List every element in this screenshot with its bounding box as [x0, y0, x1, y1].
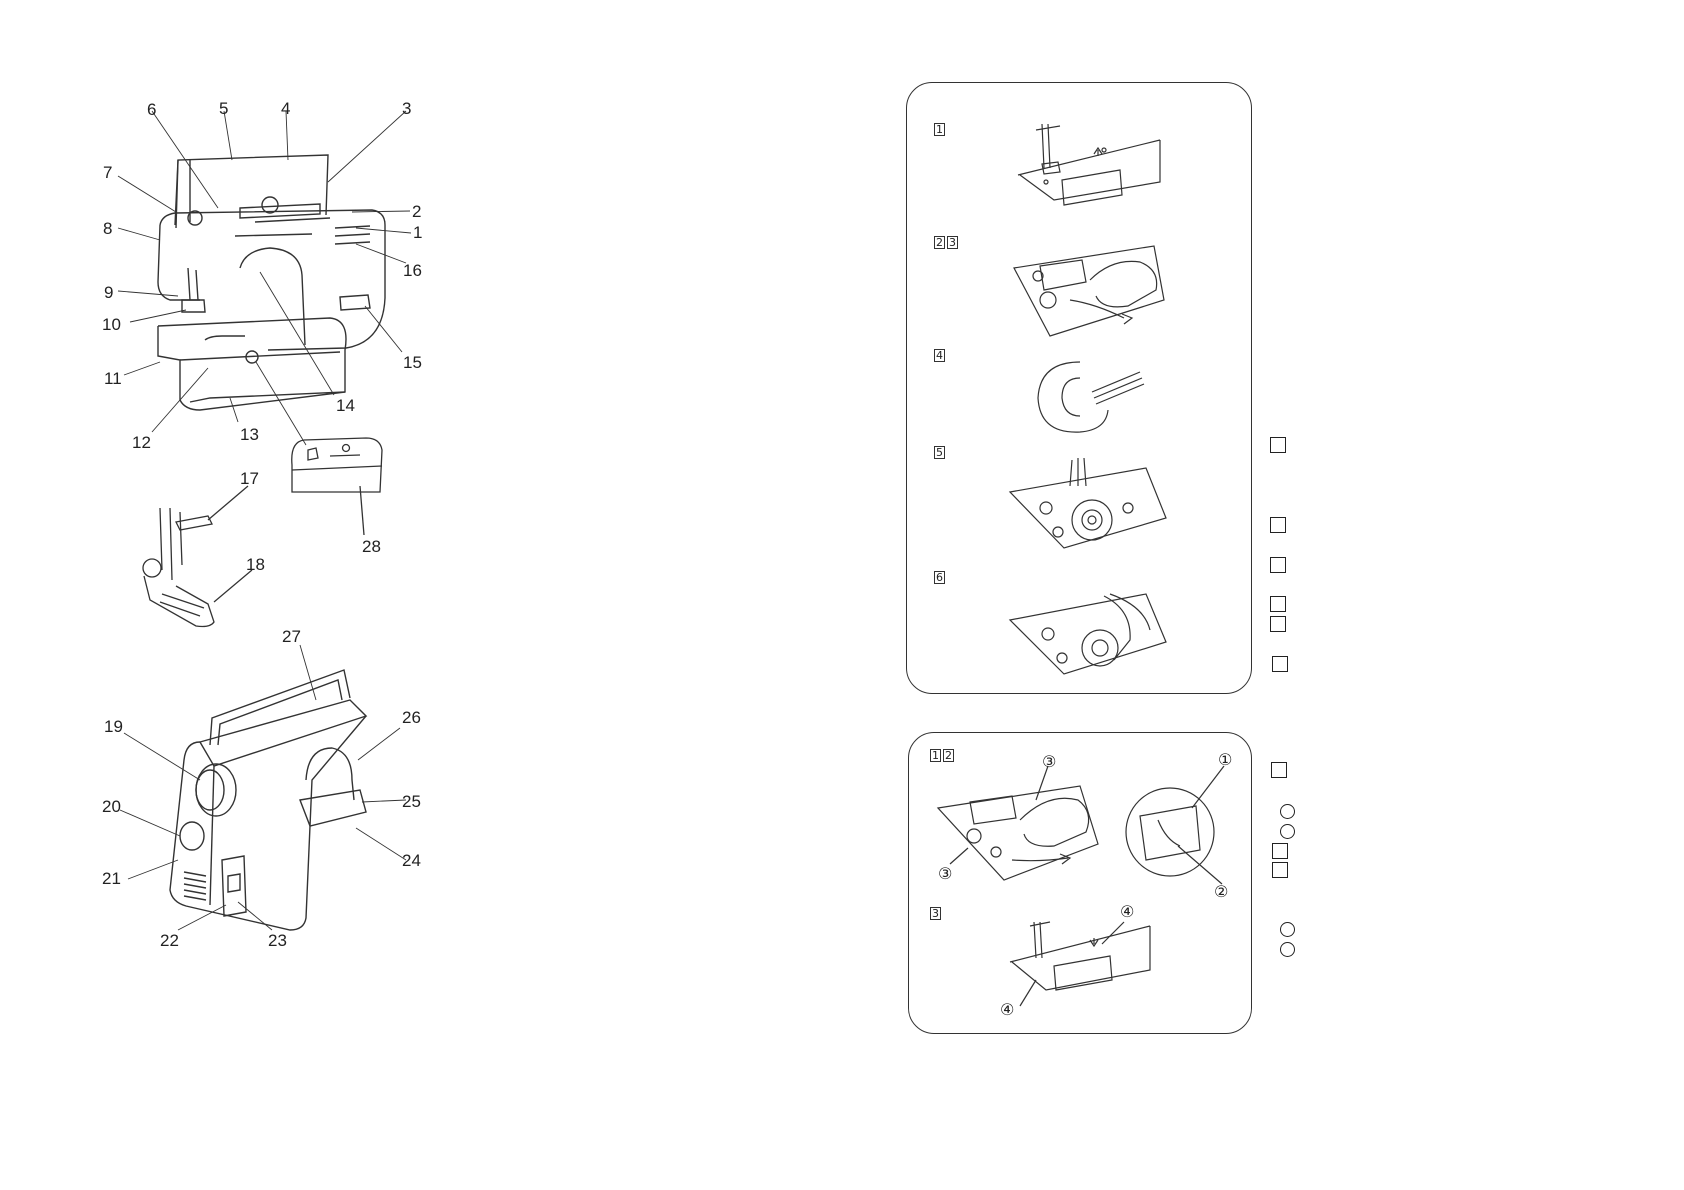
part-label-27: 27 — [282, 627, 301, 646]
part-label-23: 23 — [268, 931, 287, 950]
part-label-2: 2 — [412, 202, 422, 221]
marker-box — [1270, 557, 1286, 573]
part-label-17: 17 — [240, 469, 259, 488]
part-label-4: 4 — [281, 99, 291, 118]
step-marker-6: 6 — [934, 571, 945, 584]
part-label-22: 22 — [160, 931, 179, 950]
part-label-26: 26 — [402, 708, 421, 727]
marker-box — [1270, 596, 1286, 612]
part-label-11: 11 — [104, 369, 122, 388]
part-label-15: 15 — [403, 353, 422, 372]
part-label-19: 19 — [104, 717, 123, 736]
marker-box — [1272, 843, 1288, 859]
marker-circle — [1280, 824, 1295, 839]
marker-box — [1271, 762, 1287, 778]
part-label-14: 14 — [336, 396, 355, 415]
part-label-28: 28 — [362, 537, 381, 556]
callout-1: ① — [1218, 750, 1233, 769]
callout-3-top: ③ — [1042, 752, 1057, 771]
callout-2: ② — [1214, 882, 1229, 901]
step-marker-5: 5 — [934, 446, 945, 459]
part-label-7: 7 — [103, 163, 113, 182]
part-label-13: 13 — [240, 425, 259, 444]
part-label-3: 3 — [402, 99, 412, 118]
step-marker-4: 4 — [934, 349, 945, 362]
part-label-25: 25 — [402, 792, 421, 811]
callout-3-bottom: ③ — [938, 864, 953, 883]
marker-circle — [1280, 922, 1295, 937]
part-label-18: 18 — [246, 555, 265, 574]
marker-box — [1272, 656, 1288, 672]
part-label-20: 20 — [102, 797, 121, 816]
part-label-12: 12 — [132, 433, 151, 452]
part-label-9: 9 — [104, 283, 114, 302]
part-label-8: 8 — [103, 219, 113, 238]
cleaning-instructions-panel — [906, 82, 1252, 694]
part-label-1: 1 — [413, 223, 423, 242]
part-label-24: 24 — [402, 851, 421, 870]
marker-circle — [1280, 804, 1295, 819]
marker-box — [1270, 437, 1286, 453]
marker-circle — [1280, 942, 1295, 957]
step-marker-1: 1 — [934, 123, 945, 136]
part-label-6: 6 — [147, 100, 157, 119]
marker-box — [1272, 862, 1288, 878]
callout-4-bottom: ④ — [1000, 1000, 1015, 1019]
part-label-10: 10 — [102, 315, 121, 334]
part-label-5: 5 — [219, 99, 229, 118]
step-marker-3: 3 — [930, 907, 941, 920]
callout-4-top: ④ — [1120, 902, 1135, 921]
marker-box — [1270, 616, 1286, 632]
part-label-16: 16 — [403, 261, 422, 280]
marker-box — [1270, 517, 1286, 533]
part-label-21: 21 — [102, 869, 121, 888]
